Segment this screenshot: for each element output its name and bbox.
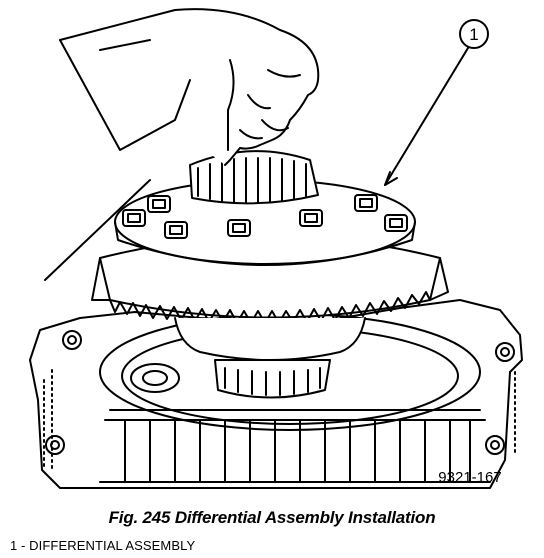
flange-bolts — [122, 194, 408, 239]
hand-illustration — [44, 8, 320, 281]
figure-reference-code: 9321-167 — [438, 469, 501, 486]
differential-installation-illustration: 1 9321-167 — [29, 8, 523, 489]
carrier-flange — [114, 179, 416, 266]
upper-bearing — [189, 150, 319, 205]
case-ribs — [124, 419, 471, 483]
callout-leader — [384, 19, 489, 186]
lower-bearing — [130, 359, 331, 399]
legend-item: 1 - DIFFERENTIAL ASSEMBLY — [10, 538, 196, 553]
figure-caption: Fig. 245 Differential Assembly Installat… — [108, 508, 436, 527]
callout-number: 1 — [469, 25, 478, 44]
